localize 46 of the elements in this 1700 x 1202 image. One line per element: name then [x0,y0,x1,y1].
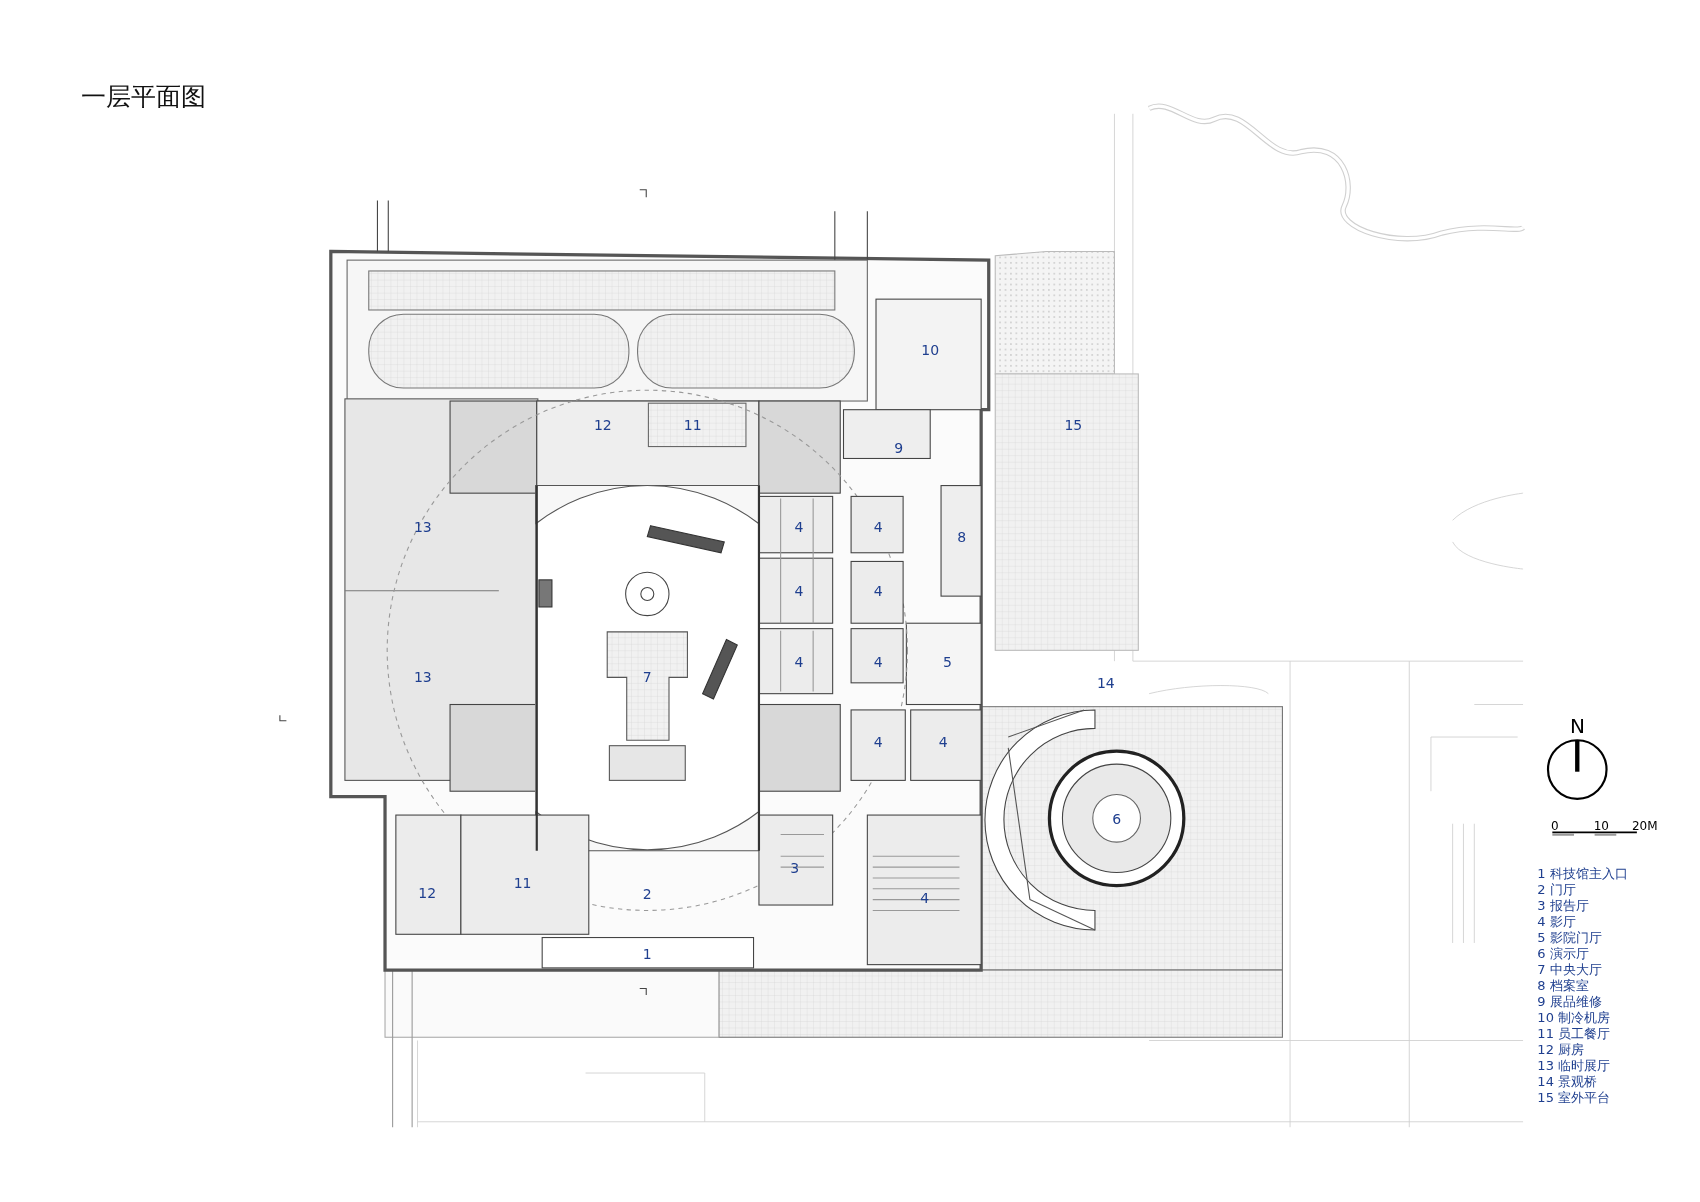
room-number: 10 [921,343,940,358]
room-number: 7 [642,669,652,684]
room-number: 11 [513,875,532,890]
legend-item: 11 员工餐厅 [1537,1027,1611,1041]
room-number: 6 [1112,811,1122,826]
scale-label: 0 [1550,820,1559,833]
room-number: 4 [794,519,804,534]
legend-item: 1 科技馆主入口 [1537,867,1628,881]
room-number: 3 [790,861,800,876]
room-number: 4 [873,734,883,749]
room-number: 4 [873,583,883,598]
room-number: 14 [1096,676,1115,691]
room-number: 4 [873,655,883,670]
legend-item: 12 厨房 [1537,1043,1585,1057]
room-number: 13 [413,519,432,534]
room-number: 13 [413,669,432,684]
room-number: 4 [938,734,948,749]
legend-item: 10 制冷机房 [1537,1011,1611,1025]
drawing-title: 一层平面图 [81,81,206,113]
legend-item: 2 门厅 [1537,883,1576,897]
scale-label: 20M [1631,820,1658,833]
room-number: 2 [642,887,652,902]
legend-item: 15 室外平台 [1537,1091,1611,1105]
room-number: 4 [920,890,930,905]
north-label: N [1570,716,1585,737]
legend-item: 13 临时展厅 [1537,1059,1611,1073]
legend-item: 5 影院门厅 [1537,931,1602,945]
legend-item: 3 报告厅 [1537,899,1589,913]
room-number: 1 [642,947,652,962]
room-number: 11 [683,418,702,432]
scale-label: 10 [1593,820,1609,833]
room-number: 4 [873,519,883,534]
room-number: 12 [418,886,437,901]
legend-item: 14 景观桥 [1537,1075,1598,1089]
room-number: 12 [593,418,612,432]
legend-item: 6 演示厅 [1537,947,1589,961]
legend-item: 9 展品维修 [1537,995,1602,1009]
room-number: 15 [1064,418,1083,432]
room-number: 4 [794,583,804,598]
room-number: 8 [957,529,967,544]
room-number: 4 [794,655,804,670]
legend-item: 7 中央大厅 [1537,963,1602,977]
legend-item: 8 档案室 [1537,979,1589,993]
room-number: 5 [943,655,952,670]
legend-item: 4 影厅 [1537,915,1576,929]
room-number: 9 [894,440,904,455]
